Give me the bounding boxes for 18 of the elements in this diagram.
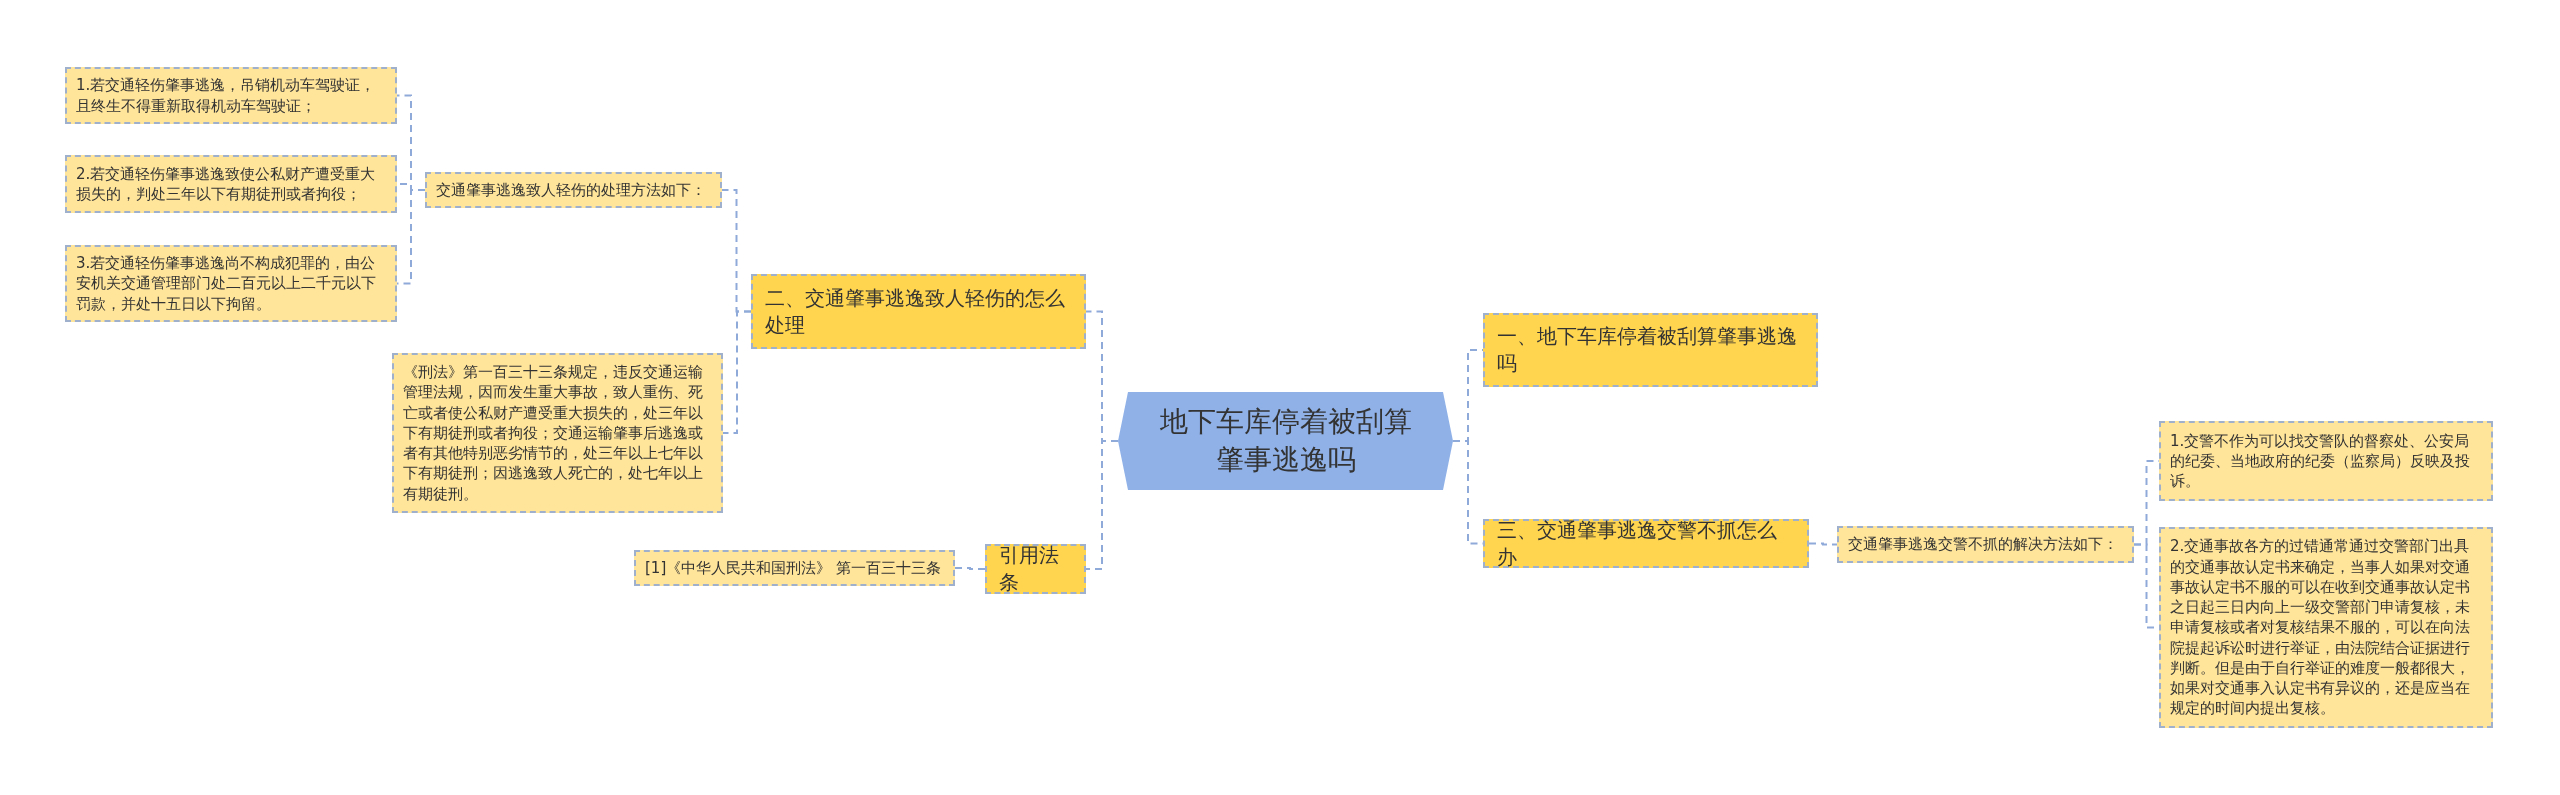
note-box: 1.交警不作为可以找交警队的督察处、公安局的纪委、当地政府的纪委（监察局）反映及投诉。 xyxy=(2159,421,2493,501)
note-box: [1]《中华人民共和国刑法》 第一百三十三条 xyxy=(634,550,955,586)
note-box: 3.若交通轻伤肇事逃逸尚不构成犯罪的，由公安机关交通管理部门处二百元以上二千元以下罚款，并处十五日以下拘留。 xyxy=(65,245,397,322)
connector-line xyxy=(954,567,986,570)
note-box: 1.若交通轻伤肇事逃逸，吊销机动车驾驶证，且终生不得重新取得机动车驾驶证； xyxy=(65,67,397,124)
topic-box: 引用法条 xyxy=(985,544,1086,594)
topic-box: 二、交通肇事逃逸致人轻伤的怎么处理 xyxy=(751,274,1086,349)
note-box: 2.交通事故各方的过错通常通过交警部门出具的交通事故认定书来确定，当事人如果对交通事故认定书不服的可以在收到交通事故认定书之日起三日内向上一级交警部门申请复核，未申请复核或者对复核结果不服的，可以在向法院提起诉讼时进行举证，由法院结合证据进行判断。但是由于自行举证的难度一般都很大，如果对交通事入认定书有异议的，还是应当在规定的时间内提出复核。 xyxy=(2159,527,2493,728)
note-box: 交通肇事逃逸交警不抓的解决方法如下： xyxy=(1837,526,2134,563)
connector-line xyxy=(1085,440,1119,570)
note-box: 2.若交通轻伤肇事逃逸致使公私财产遭受重大损失的，判处三年以下有期徒刑或者拘役； xyxy=(65,155,397,213)
connector-line xyxy=(722,310,752,434)
topic-box: 三、交通肇事逃逸交警不抓怎么办 xyxy=(1483,519,1809,568)
note-box: 《刑法》第一百三十三条规定，违反交通运输管理法规，因而发生重大事故，致人重伤、死亡或者使公私财产遭受重大损失的，处三年以下有期徒刑或者拘役；交通运输肇事后逃逸或者有其他特别恶劣情节的，处三年以上七年以下有期徒刑；因逃逸致人死亡的，处七年以上有期徒刑。 xyxy=(392,353,723,513)
note-box: 交通肇事逃逸致人轻伤的处理方法如下： xyxy=(425,172,722,208)
topic-box: 一、地下车库停着被刮算肇事逃逸吗 xyxy=(1483,313,1818,387)
central-topic-hexagon: 地下车库停着被刮算肇事逃逸吗 xyxy=(1118,392,1453,490)
connector-line xyxy=(1808,542,1838,546)
